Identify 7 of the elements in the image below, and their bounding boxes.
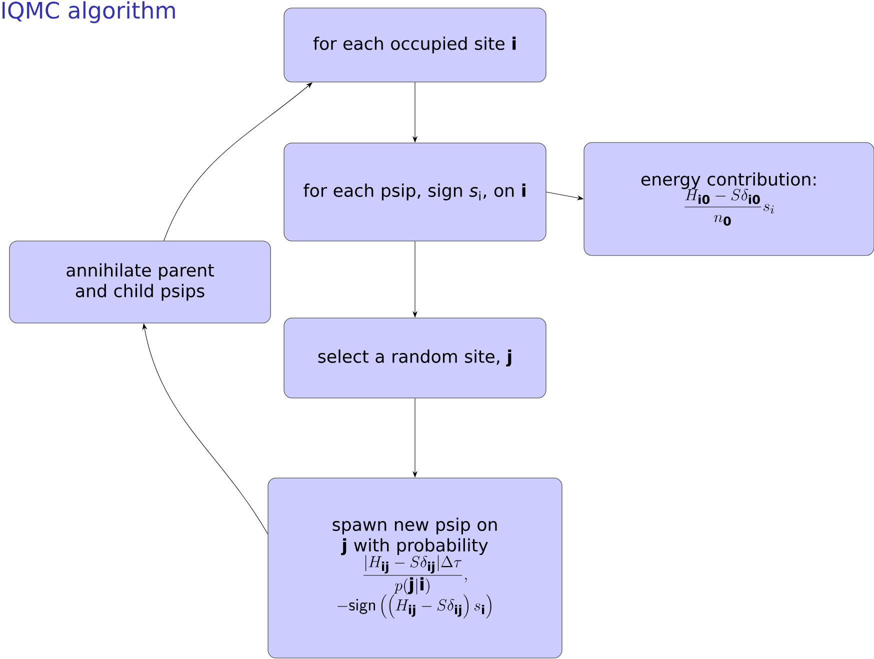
slide-title: IQMC algorithm xyxy=(2,1,175,24)
process-box: annihilate parent and child psips xyxy=(9,240,271,324)
process-box: for each psip, sign s$_{i}$, on i xyxy=(284,142,546,242)
process-box: spawn new psip on j with probability $\frac{|H_{\mathbf{ij}}-S\delta_{\mathbf{ij}}|\Delta\tau}{p(\mathbf{j}|\mathbf{i})},$ $-\mathsf{sign}\left(\left(H_{\mathbf{ij}}-S\delta_{\mathbf{ij}}\right)s_{\mathbf{i}}\right)$ xyxy=(268,478,562,658)
process-box: for each occupied site i xyxy=(284,8,546,82)
process-box: select a random site, j xyxy=(284,318,546,398)
process-box: energy contribution: $\frac{H_{\mathbf{i0}}-S\delta_{\mathbf{i0}}}{n_{\mathbf{0}}}s_i$ xyxy=(584,142,874,256)
